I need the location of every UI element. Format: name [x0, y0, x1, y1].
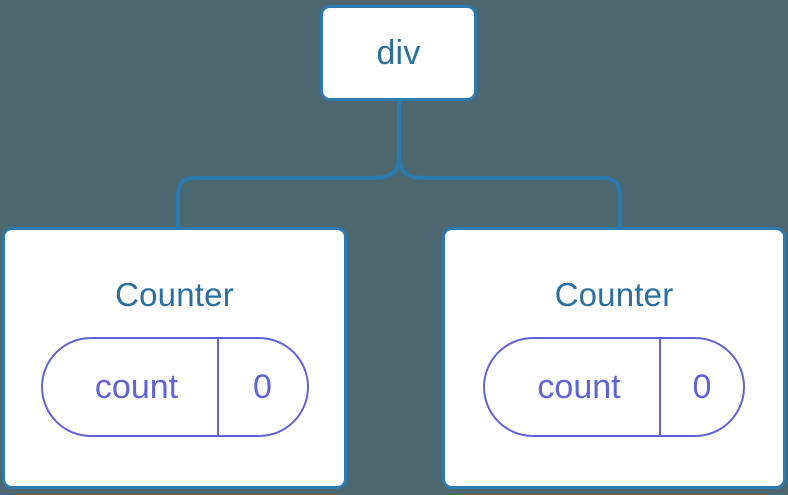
node-counter-left-title: Counter	[115, 276, 234, 313]
edge-to-counter-right	[397, 153, 622, 228]
state-value-label: 0	[216, 339, 307, 435]
edge-to-counter-left	[176, 153, 401, 228]
node-counter-right[interactable]: Counter count 0	[442, 227, 786, 489]
node-counter-right-title: Counter	[554, 276, 674, 313]
state-pill-counter-left[interactable]: count 0	[40, 337, 309, 437]
state-key-label: count	[94, 368, 179, 406]
state-pill-counter-right[interactable]: count 0	[483, 337, 745, 437]
node-div-label: div	[376, 34, 421, 72]
state-key-label: count	[537, 368, 621, 406]
node-div-root[interactable]: div	[320, 5, 477, 101]
state-value-label: 0	[659, 339, 743, 435]
node-counter-left[interactable]: Counter count 0	[2, 227, 347, 489]
